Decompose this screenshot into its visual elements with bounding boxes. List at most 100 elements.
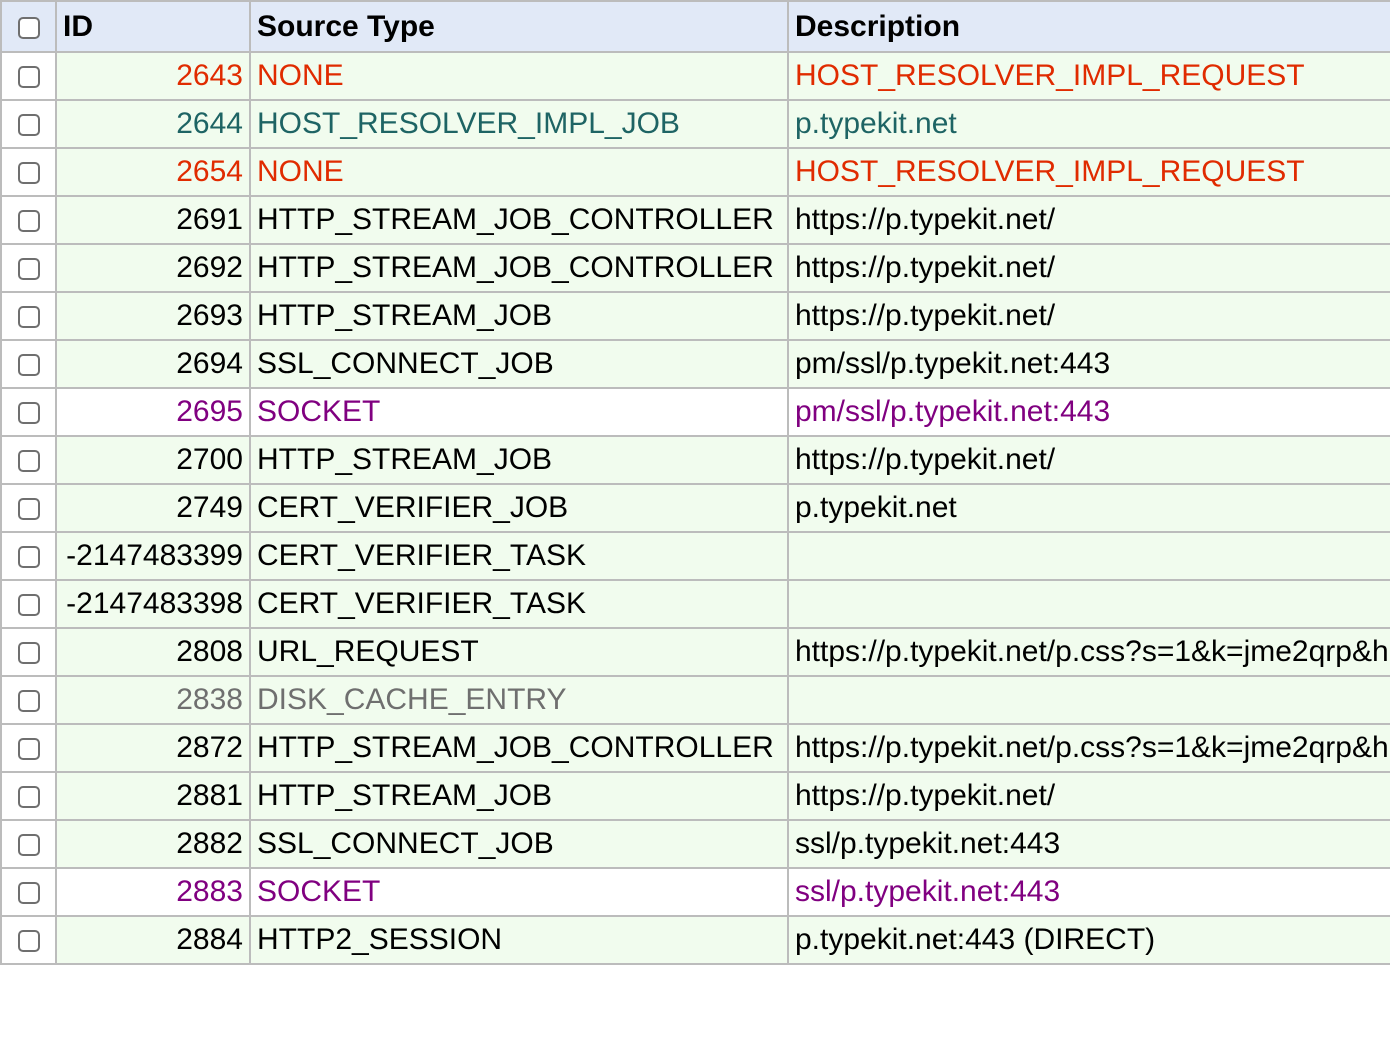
row-id-cell[interactable]: -2147483399 bbox=[55, 531, 251, 581]
select-all-checkbox-cell[interactable] bbox=[0, 0, 57, 53]
row-source-type-cell[interactable]: NONE bbox=[249, 51, 789, 101]
column-header-id[interactable]: ID bbox=[55, 0, 251, 53]
row-checkbox-cell[interactable] bbox=[0, 627, 57, 677]
row-description-cell[interactable]: pm/ssl/p.typekit.net:443 bbox=[787, 387, 1390, 437]
row-checkbox[interactable] bbox=[17, 738, 40, 761]
row-checkbox[interactable] bbox=[17, 450, 40, 473]
row-source-type-cell[interactable]: DISK_CACHE_ENTRY bbox=[249, 675, 789, 725]
row-description-cell[interactable]: https://p.typekit.net/p.css?s=1&k=jme2qr… bbox=[787, 627, 1390, 677]
row-description-cell[interactable]: https://p.typekit.net/ bbox=[787, 291, 1390, 341]
row-id-cell[interactable]: 2883 bbox=[55, 867, 251, 917]
row-description-cell[interactable]: pm/ssl/p.typekit.net:443 bbox=[787, 339, 1390, 389]
row-id-cell[interactable]: 2654 bbox=[55, 147, 251, 197]
row-checkbox[interactable] bbox=[17, 210, 40, 233]
row-checkbox-cell[interactable] bbox=[0, 387, 57, 437]
row-checkbox-cell[interactable] bbox=[0, 531, 57, 581]
row-id-cell[interactable]: -2147483398 bbox=[55, 579, 251, 629]
row-checkbox[interactable] bbox=[17, 546, 40, 569]
column-header-description[interactable]: Description bbox=[787, 0, 1390, 53]
row-id-cell[interactable]: 2643 bbox=[55, 51, 251, 101]
row-checkbox-cell[interactable] bbox=[0, 579, 57, 629]
row-source-type-cell[interactable]: HTTP_STREAM_JOB_CONTROLLER bbox=[249, 195, 789, 245]
select-all-checkbox[interactable] bbox=[17, 16, 40, 39]
row-description-cell[interactable]: HOST_RESOLVER_IMPL_REQUEST bbox=[787, 147, 1390, 197]
row-description-cell[interactable]: https://p.typekit.net/ bbox=[787, 195, 1390, 245]
row-description-cell[interactable]: https://p.typekit.net/ bbox=[787, 435, 1390, 485]
row-id-cell[interactable]: 2882 bbox=[55, 819, 251, 869]
row-description-cell[interactable] bbox=[787, 579, 1390, 629]
row-source-type-cell[interactable]: NONE bbox=[249, 147, 789, 197]
row-id-cell[interactable]: 2808 bbox=[55, 627, 251, 677]
row-description-cell[interactable]: https://p.typekit.net/ bbox=[787, 771, 1390, 821]
row-source-type-cell[interactable]: CERT_VERIFIER_TASK bbox=[249, 531, 789, 581]
row-id-cell[interactable]: 2700 bbox=[55, 435, 251, 485]
row-id-cell[interactable]: 2694 bbox=[55, 339, 251, 389]
row-source-type-cell[interactable]: SSL_CONNECT_JOB bbox=[249, 819, 789, 869]
row-description-cell[interactable]: p.typekit.net bbox=[787, 99, 1390, 149]
row-checkbox[interactable] bbox=[17, 642, 40, 665]
row-description-cell[interactable] bbox=[787, 675, 1390, 725]
row-checkbox[interactable] bbox=[17, 306, 40, 329]
row-id-cell[interactable]: 2881 bbox=[55, 771, 251, 821]
row-source-type-cell[interactable]: HTTP_STREAM_JOB bbox=[249, 291, 789, 341]
row-checkbox-cell[interactable] bbox=[0, 195, 57, 245]
row-id-cell[interactable]: 2644 bbox=[55, 99, 251, 149]
row-checkbox-cell[interactable] bbox=[0, 243, 57, 293]
row-checkbox-cell[interactable] bbox=[0, 339, 57, 389]
row-id-cell[interactable]: 2691 bbox=[55, 195, 251, 245]
row-checkbox-cell[interactable] bbox=[0, 867, 57, 917]
row-checkbox-cell[interactable] bbox=[0, 147, 57, 197]
row-description-cell[interactable]: ssl/p.typekit.net:443 bbox=[787, 819, 1390, 869]
row-source-type-cell[interactable]: URL_REQUEST bbox=[249, 627, 789, 677]
row-source-type-cell[interactable]: HTTP_STREAM_JOB_CONTROLLER bbox=[249, 723, 789, 773]
row-description-cell[interactable]: ssl/p.typekit.net:443 bbox=[787, 867, 1390, 917]
row-source-type-cell[interactable]: HTTP_STREAM_JOB bbox=[249, 435, 789, 485]
row-source-type-cell[interactable]: HOST_RESOLVER_IMPL_JOB bbox=[249, 99, 789, 149]
row-description-cell[interactable]: https://p.typekit.net/p.css?s=1&k=jme2qr… bbox=[787, 723, 1390, 773]
row-checkbox[interactable] bbox=[17, 834, 40, 857]
row-description-cell[interactable]: HOST_RESOLVER_IMPL_REQUEST bbox=[787, 51, 1390, 101]
row-id-cell[interactable]: 2872 bbox=[55, 723, 251, 773]
row-description-cell[interactable]: https://p.typekit.net/ bbox=[787, 243, 1390, 293]
row-checkbox[interactable] bbox=[17, 786, 40, 809]
row-source-type-cell[interactable]: HTTP2_SESSION bbox=[249, 915, 789, 965]
row-source-type-cell[interactable]: CERT_VERIFIER_TASK bbox=[249, 579, 789, 629]
row-description-cell[interactable]: p.typekit.net bbox=[787, 483, 1390, 533]
row-checkbox[interactable] bbox=[17, 930, 40, 953]
row-checkbox[interactable] bbox=[17, 594, 40, 617]
row-description-cell[interactable] bbox=[787, 531, 1390, 581]
row-source-type-cell[interactable]: HTTP_STREAM_JOB_CONTROLLER bbox=[249, 243, 789, 293]
row-checkbox[interactable] bbox=[17, 114, 40, 137]
row-checkbox[interactable] bbox=[17, 402, 40, 425]
row-source-type-cell[interactable]: HTTP_STREAM_JOB bbox=[249, 771, 789, 821]
row-checkbox-cell[interactable] bbox=[0, 99, 57, 149]
row-checkbox[interactable] bbox=[17, 690, 40, 713]
row-checkbox[interactable] bbox=[17, 66, 40, 89]
row-checkbox-cell[interactable] bbox=[0, 819, 57, 869]
row-id-cell[interactable]: 2749 bbox=[55, 483, 251, 533]
row-source-type-cell[interactable]: CERT_VERIFIER_JOB bbox=[249, 483, 789, 533]
row-checkbox[interactable] bbox=[17, 162, 40, 185]
row-checkbox-cell[interactable] bbox=[0, 483, 57, 533]
row-id-cell[interactable]: 2884 bbox=[55, 915, 251, 965]
row-checkbox-cell[interactable] bbox=[0, 915, 57, 965]
row-checkbox-cell[interactable] bbox=[0, 435, 57, 485]
row-checkbox[interactable] bbox=[17, 354, 40, 377]
row-checkbox-cell[interactable] bbox=[0, 675, 57, 725]
